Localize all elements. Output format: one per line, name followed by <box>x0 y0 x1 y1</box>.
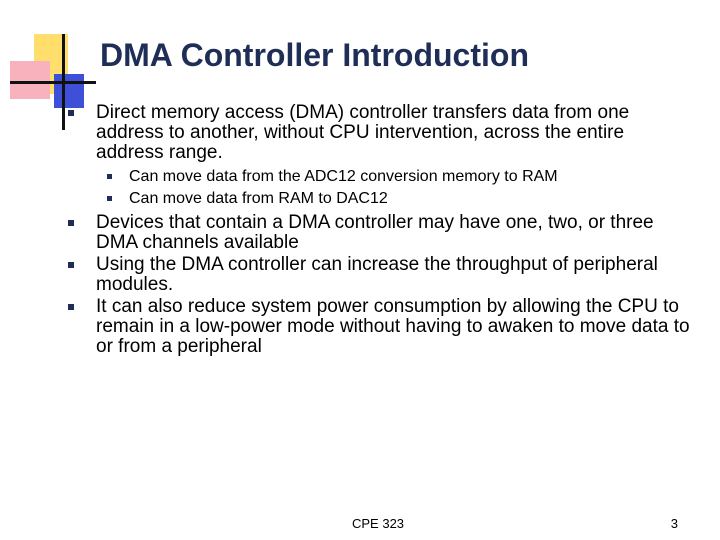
bullet-text: Direct memory access (DMA) controller tr… <box>96 102 630 163</box>
sub-bullet-text: Can move data from RAM to DAC12 <box>129 190 388 207</box>
slide-title: DMA Controller Introduction <box>100 37 529 73</box>
bullet-text: Devices that contain a DMA controller ma… <box>96 212 654 253</box>
footer-course-label: CPE 323 <box>352 516 405 531</box>
sub-bullet-item: Can move data from RAM to DAC12 <box>0 188 720 210</box>
bullet-list: Direct memory access (DMA) controller tr… <box>0 103 720 359</box>
page-number: 3 <box>670 516 678 531</box>
sub-bullet-list: Can move data from the ADC12 conversion … <box>0 166 720 210</box>
bullet-item: Direct memory access (DMA) controller tr… <box>0 103 720 163</box>
deco-pink-square <box>10 61 50 99</box>
bullet-item: It can also reduce system power consumpt… <box>0 297 720 357</box>
bullet-item: Devices that contain a DMA controller ma… <box>0 213 720 253</box>
decorative-logo <box>10 34 96 130</box>
bullet-text: Using the DMA controller can increase th… <box>96 254 658 295</box>
bullet-item: Using the DMA controller can increase th… <box>0 255 720 295</box>
square-bullet-icon <box>107 174 112 179</box>
square-bullet-icon <box>68 220 74 226</box>
square-bullet-icon <box>68 304 74 310</box>
sub-bullet-item: Can move data from the ADC12 conversion … <box>0 166 720 188</box>
square-bullet-icon <box>68 262 74 268</box>
sub-bullet-text: Can move data from the ADC12 conversion … <box>129 168 558 185</box>
bullet-text: It can also reduce system power consumpt… <box>96 296 690 357</box>
deco-blue-square <box>54 74 84 108</box>
square-bullet-icon <box>107 196 112 201</box>
square-bullet-icon <box>68 110 74 116</box>
deco-horizontal-line <box>10 81 96 84</box>
